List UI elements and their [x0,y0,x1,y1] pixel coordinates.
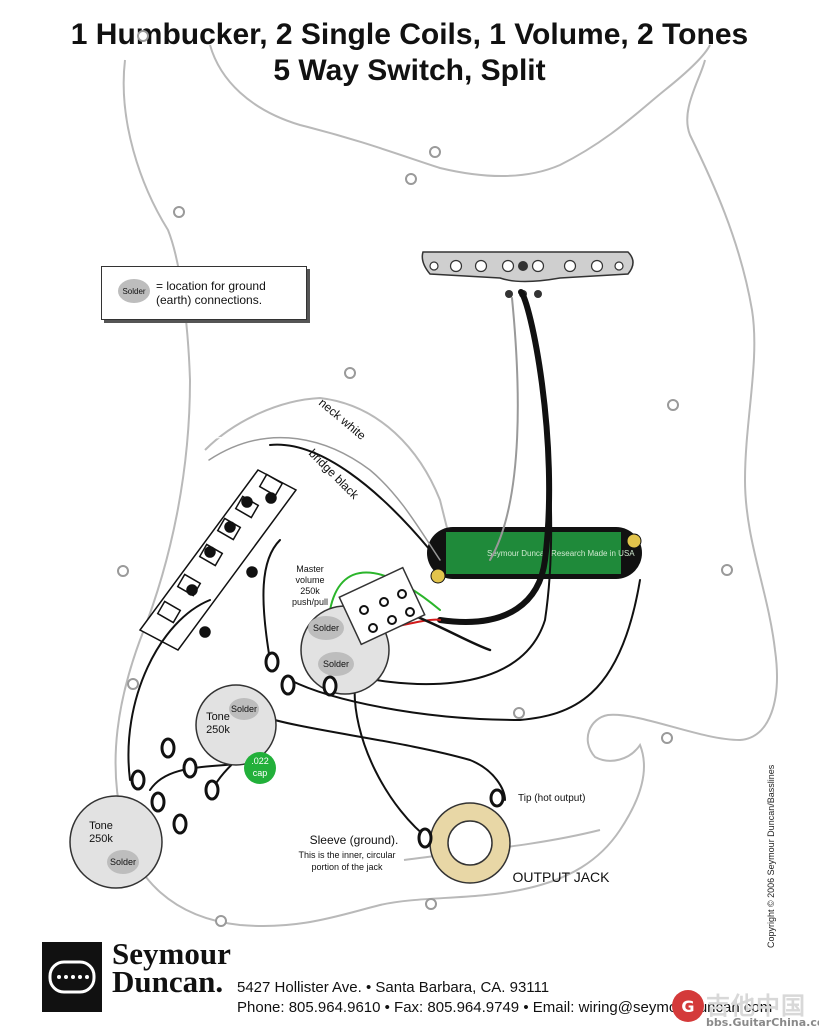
master-volume-pot [264,566,426,697]
watermark-url: bbs.GuitarChina.com [706,1016,819,1029]
output-jack-title: OUTPUT JACK [513,869,611,885]
volume-label-line1: Master [296,564,324,574]
diagram-title-line2: 5 Way Switch, Split [273,54,546,87]
tone1-label-line2: 250k [206,724,230,736]
tone-pot-2 [69,769,188,889]
tip-label: Tip (hot output) [518,793,585,804]
volume-solder-2: Solder [323,659,349,669]
svg-text:G: G [681,997,694,1016]
footer-contact: Phone: 805.964.9610 • Fax: 805.964.9749 … [237,999,773,1016]
watermark-logo: G [672,990,704,1022]
tone2-solder: Solder [110,857,136,867]
copyright-text: Copyright © 2006 Seymour Duncan/Bassline… [766,764,776,948]
tone-pot-1 [160,684,277,801]
five-way-switch [138,469,298,651]
legend-solder-blob: Solder [118,279,150,303]
legend-text-line2: (earth) connections. [156,293,263,307]
legend-solder-label: Solder [122,287,145,296]
diagram-title-line1: 1 Humbucker, 2 Single Coils, 1 Volume, 2… [70,18,749,51]
brand-name: Seymour Duncan. [112,936,231,999]
volume-solder-1: Solder [313,623,339,633]
humbucker-pickup: Seymour Duncan Research Made in USA [427,527,642,584]
tone2-label-line1: Tone [89,820,113,832]
sleeve-label-line1: Sleeve (ground). [310,833,399,847]
capacitor [244,752,276,784]
footer-address: 5427 Hollister Ave. • Santa Barbara, CA.… [237,979,550,996]
watermark-text: 吉他中国 [706,992,806,1020]
legend-text-line1: = location for ground [156,279,266,293]
screw-holes [117,30,733,927]
volume-label-line4: push/pull [292,597,328,607]
logo-mark-icon [48,960,96,994]
tone1-label-line1: Tone [206,711,230,723]
sleeve-label-line2: This is the inner, circular [298,850,395,860]
legend-text: = location for ground (earth) connection… [156,279,266,307]
routing-outline [204,396,451,541]
capacitor-label-line1: .022 [251,756,269,766]
volume-label-line3: 250k [300,586,320,596]
humbucker-label: Seymour Duncan Research Made in USA [487,549,635,558]
output-jack [417,788,511,884]
tone2-label-line2: 250k [89,833,113,845]
sleeve-label-line3: portion of the jack [311,862,383,872]
brand-line2: Duncan. [112,964,224,999]
volume-label-line2: volume [295,575,324,585]
neck-single-coil-pickup [421,251,634,298]
seymour-duncan-logo [42,942,102,1012]
tone1-solder: Solder [231,704,257,714]
brand-line1: Seymour [112,936,231,971]
capacitor-label-line2: cap [253,768,268,778]
